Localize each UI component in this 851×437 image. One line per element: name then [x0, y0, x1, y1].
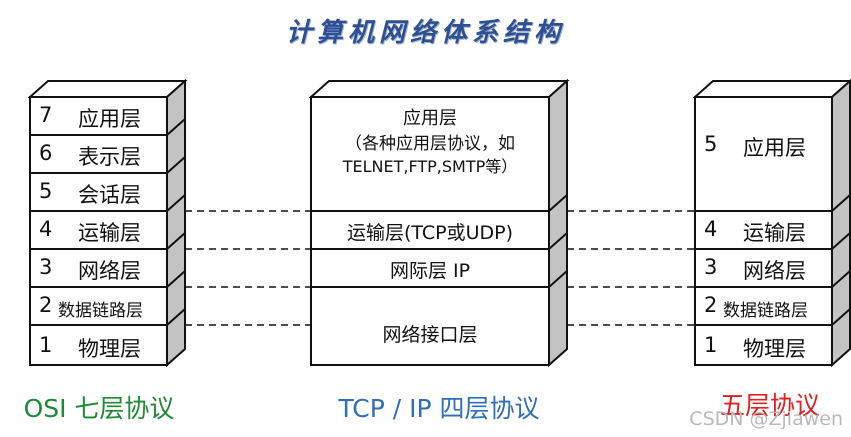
osi-side-edge: [166, 232, 186, 250]
osi-side-edge: [166, 156, 186, 174]
osi-layer-1-label: 物理层: [78, 337, 141, 361]
osi-layer-7-number: 7: [39, 103, 53, 127]
tcpip-transport-label: 运输层(TCP或UDP): [346, 222, 514, 244]
five-layer-caption: 五层协议: [719, 391, 820, 420]
five-layer-stack: [692, 78, 851, 368]
tcpip-stack-top-face: [308, 80, 570, 98]
osi-stack-front: [29, 96, 168, 366]
osi-layer-6-label: 表示层: [78, 145, 141, 169]
five-layer-4-label: 运输层: [743, 221, 806, 245]
osi-layer-3-number: 3: [39, 255, 53, 279]
five-side-edge: [831, 194, 851, 212]
tcpip-stack: [308, 78, 570, 368]
osi-side-edge: [166, 308, 186, 326]
osi-layer-6-number: 6: [39, 141, 53, 165]
five-layer-1-label: 物理层: [743, 337, 806, 361]
five-side-edge: [831, 308, 851, 326]
tcpip-network-interface-label: 网络接口层: [382, 324, 478, 346]
osi-layer-4-number: 4: [39, 217, 53, 241]
tcpip-stack-front: [310, 96, 550, 366]
osi-layer-4-label: 运输层: [78, 221, 141, 245]
five-layer-2-number: 2: [704, 293, 718, 317]
five-side-edge: [831, 270, 851, 288]
osi-side-edge: [166, 270, 186, 288]
osi-stack: [27, 78, 188, 368]
osi-layer-5-number: 5: [39, 179, 53, 203]
osi-layer-7-label: 应用层: [78, 107, 141, 131]
osi-side-edge: [166, 194, 186, 212]
osi-layer-5-label: 会话层: [78, 183, 141, 207]
tcpip-side-edge: [548, 194, 568, 212]
five-layer-5-number: 5: [704, 132, 718, 156]
tcpip-side-edge: [548, 270, 568, 288]
osi-side-edge: [166, 118, 186, 136]
tcpip-stack-side-face: [548, 78, 568, 368]
tcpip-internet-label: 网际层 IP: [389, 260, 471, 282]
csdn-watermark: CSDN @Zjiawen: [689, 408, 843, 430]
five-side-edge: [831, 232, 851, 250]
five-stack-top-face: [692, 80, 851, 98]
five-layer-4-number: 4: [704, 217, 718, 241]
five-stack-front: [694, 96, 833, 366]
tcpip-caption: TCP / IP 四层协议: [338, 394, 540, 423]
tcpip-application-title: 应用层: [403, 108, 457, 129]
layer-correspondence-lines: [185, 210, 695, 326]
osi-layer-3-label: 网络层: [78, 259, 141, 283]
tcpip-application-desc-line2: TELNET,FTP,SMTP等）: [342, 157, 518, 176]
tcpip-application-desc-line1: （各种应用层协议，如: [345, 134, 515, 154]
five-layer-1-number: 1: [704, 333, 718, 357]
osi-layer-2-number: 2: [39, 293, 53, 317]
osi-caption: OSI 七层协议: [23, 394, 175, 423]
diagram-title: 计算机网络体系结构: [285, 18, 565, 48]
five-layer-3-label: 网络层: [743, 259, 806, 283]
five-layer-5-label: 应用层: [743, 136, 806, 160]
five-layer-2-label: 数据链路层: [723, 301, 808, 321]
osi-layer-1-number: 1: [39, 333, 53, 357]
osi-stack-top-face: [27, 80, 188, 98]
osi-layer-2-label: 数据链路层: [58, 301, 143, 321]
tcpip-side-edge: [548, 232, 568, 250]
five-layer-3-number: 3: [704, 255, 718, 279]
